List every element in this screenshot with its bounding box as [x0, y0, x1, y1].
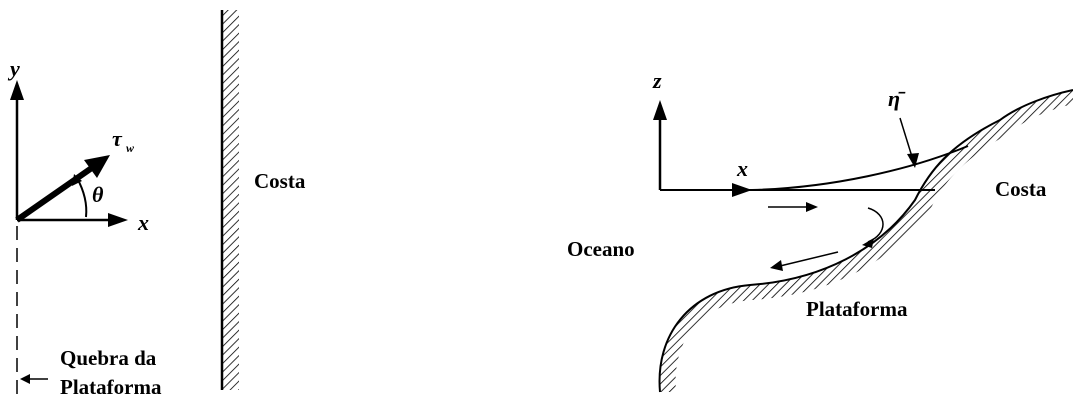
- right-x-axis-arrowhead: [732, 183, 752, 197]
- offshore-flow-arrowhead: [770, 260, 783, 271]
- shelf-bottom-hatching: [659, 90, 1073, 392]
- shelf-break-label-line2: Plataforma: [60, 375, 162, 399]
- z-axis-arrowhead: [653, 100, 667, 120]
- eta-pointer-arrowhead: [907, 153, 919, 168]
- right-x-axis-label: x: [736, 156, 748, 181]
- angle-arc: [76, 177, 88, 218]
- angle-label: θ: [92, 182, 104, 207]
- coast-wall: [222, 10, 239, 390]
- shelf-break-pointer-arrowhead: [20, 374, 30, 384]
- z-axis-label: z: [652, 68, 662, 93]
- y-axis-label: y: [7, 56, 20, 81]
- ocean-label: Oceano: [567, 237, 635, 261]
- eta-label: η̄: [888, 86, 906, 111]
- wind-stress-subscript: w: [126, 141, 135, 155]
- shelf-bottom-profile: [658, 89, 1073, 393]
- x-axis-label: x: [137, 210, 149, 235]
- left-diagram: y x τ w θ Quebra da Plataforma Costa: [7, 10, 306, 399]
- offshore-flow-arrow: [779, 251, 839, 267]
- onshore-flow-arrowhead: [806, 202, 818, 212]
- x-axis-arrowhead: [108, 213, 128, 227]
- wind-stress-arrow-line: [15, 162, 98, 223]
- shelf-label: Plataforma: [806, 297, 908, 321]
- eta-surface-curve: [751, 145, 969, 191]
- downwelling-arrowhead: [862, 238, 874, 248]
- wind-stress-arrowhead: [84, 155, 110, 178]
- y-axis-arrowhead: [10, 80, 24, 100]
- angle-arc-arrowhead: [72, 174, 82, 186]
- right-diagram: z x η̄ Oceano Costa Plataforma: [567, 68, 1073, 393]
- right-coast-label: Costa: [995, 177, 1047, 201]
- eta-pointer: [899, 117, 914, 161]
- wind-stress-symbol: τ: [112, 126, 123, 151]
- left-coast-label: Costa: [254, 169, 306, 193]
- shelf-break-label-line1: Quebra da: [60, 346, 157, 370]
